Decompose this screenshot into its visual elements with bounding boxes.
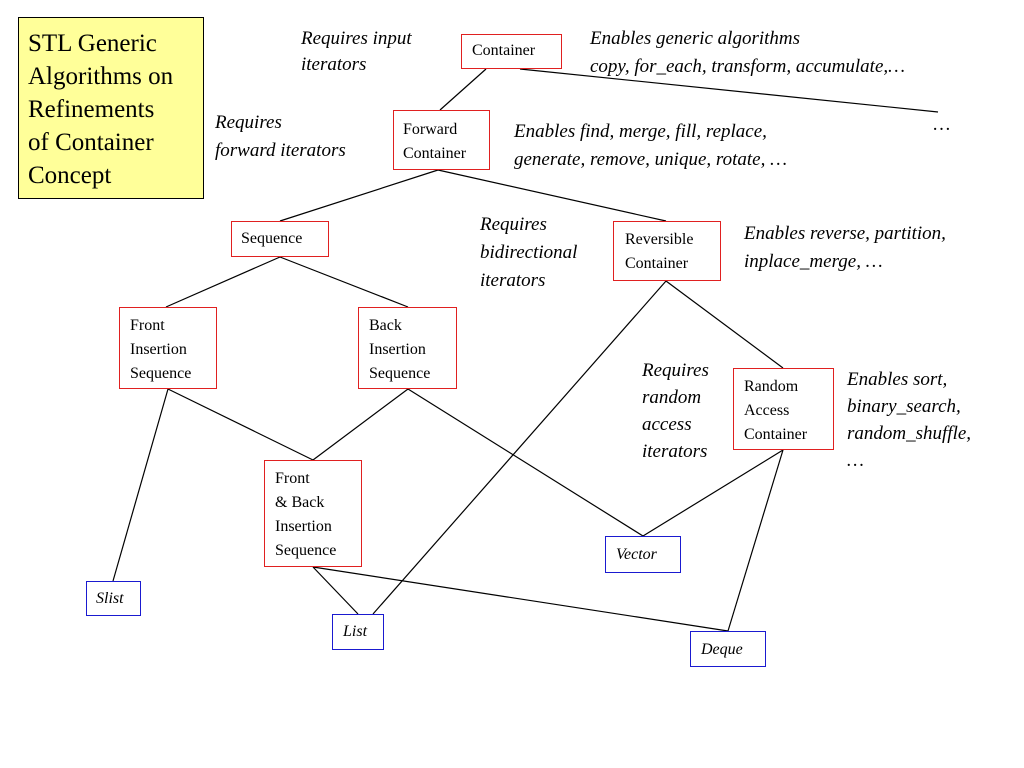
note-ellipsis: …	[932, 113, 951, 137]
edge-sequence-back	[279, 256, 409, 308]
edge-random-vector	[642, 449, 784, 537]
node-front-back-insertion-sequence: Front & Back Insertion Sequence	[264, 460, 362, 567]
node-label: Forward	[403, 121, 458, 138]
node-label: Container	[472, 42, 536, 59]
note-requires-random: Requires random access iterators	[642, 357, 709, 465]
node-label: Sequence	[130, 365, 192, 382]
edge-back-frontback	[312, 388, 409, 461]
node-label: Slist	[96, 590, 124, 607]
title-line: Algorithms on	[28, 63, 174, 90]
edge-container-forward	[439, 68, 487, 111]
node-label: Container	[625, 255, 689, 272]
note-line: inplace_merge, …	[744, 251, 883, 272]
edge-front-slist	[112, 388, 169, 582]
node-label: Sequence	[275, 542, 337, 559]
node-deque: Deque	[690, 631, 766, 667]
node-sequence: Sequence	[231, 221, 329, 257]
node-label: & Back	[275, 494, 325, 511]
note-line: Requires	[215, 112, 282, 133]
node-container: Container	[461, 34, 562, 69]
node-label: Container	[744, 426, 808, 443]
note-line: iterators	[301, 54, 367, 75]
node-label: Sequence	[369, 365, 431, 382]
node-list: List	[332, 614, 384, 650]
node-label: Vector	[616, 546, 657, 563]
note-line: iterators	[642, 441, 708, 462]
edge-back-vector	[407, 388, 644, 537]
title-line: of Container	[28, 129, 154, 156]
edge-sequence-front	[165, 256, 281, 308]
node-label: Front	[275, 470, 310, 487]
node-label: List	[343, 623, 368, 640]
note-enables-reverse: Enables reverse, partition, inplace_merg…	[744, 220, 946, 276]
edge-forward-reversible	[437, 169, 667, 222]
edge-front-frontback	[167, 388, 314, 461]
node-label: Access	[744, 402, 790, 419]
note-line: …	[932, 114, 951, 135]
node-vector: Vector	[605, 536, 681, 573]
edge-frontback-list	[312, 566, 359, 615]
note-enables-generic: Enables generic algorithms copy, for_eac…	[590, 25, 905, 81]
note-line: binary_search,	[847, 396, 961, 417]
note-requires-input: Requires input iterators	[301, 26, 412, 78]
node-back-insertion-sequence: Back Insertion Sequence	[358, 307, 457, 389]
note-line: bidirectional	[480, 242, 578, 263]
edge-container-ellipsis	[519, 68, 939, 113]
edge-frontback-deque	[312, 566, 729, 632]
note-enables-find: Enables find, merge, fill, replace, gene…	[514, 118, 787, 174]
title-line: Refinements	[28, 96, 155, 123]
title-line: Concept	[28, 162, 112, 189]
node-label: Insertion	[369, 341, 426, 358]
node-label: Back	[369, 317, 402, 334]
edge-random-deque	[727, 449, 784, 632]
node-random-access-container: Random Access Container	[733, 368, 834, 450]
note-line: Requires	[642, 360, 709, 381]
note-line: Enables find, merge, fill, replace,	[514, 121, 767, 142]
note-line: Enables reverse, partition,	[744, 223, 946, 244]
edge-forward-sequence	[279, 169, 439, 222]
node-label: Front	[130, 317, 165, 334]
node-label: Reversible	[625, 231, 694, 248]
title-box: STL Generic Algorithms on Refinements of…	[18, 17, 204, 199]
note-line: iterators	[480, 270, 546, 291]
node-reversible-container: Reversible Container	[613, 221, 721, 281]
node-label: Deque	[701, 641, 743, 658]
note-line: Requires	[480, 214, 547, 235]
node-label: Insertion	[130, 341, 187, 358]
node-label: Insertion	[275, 518, 332, 535]
note-line: random	[642, 387, 702, 408]
note-line: generate, remove, unique, rotate, …	[514, 149, 787, 170]
note-enables-sort: Enables sort, binary_search, random_shuf…	[847, 366, 971, 474]
note-line: Enables generic algorithms	[590, 28, 801, 49]
edge-reversible-random	[665, 280, 784, 369]
note-requires-forward: Requires forward iterators	[215, 109, 346, 165]
node-label: Container	[403, 145, 467, 162]
note-requires-bidirectional: Requires bidirectional iterators	[480, 211, 577, 295]
note-line: random_shuffle,	[847, 423, 972, 444]
node-front-insertion-sequence: Front Insertion Sequence	[119, 307, 217, 389]
node-label: Random	[744, 378, 799, 395]
note-line: forward iterators	[215, 140, 346, 161]
title-line: STL Generic	[28, 30, 157, 57]
node-forward-container: Forward Container	[393, 110, 490, 170]
node-slist: Slist	[86, 581, 141, 616]
note-line: copy, for_each, transform, accumulate,…	[590, 56, 906, 77]
edge-reversible-list	[372, 280, 667, 615]
note-line: Requires input	[301, 28, 412, 49]
note-line: …	[847, 450, 864, 471]
note-line: access	[642, 414, 692, 435]
note-line: Enables sort,	[847, 369, 948, 390]
node-label: Sequence	[241, 230, 303, 247]
